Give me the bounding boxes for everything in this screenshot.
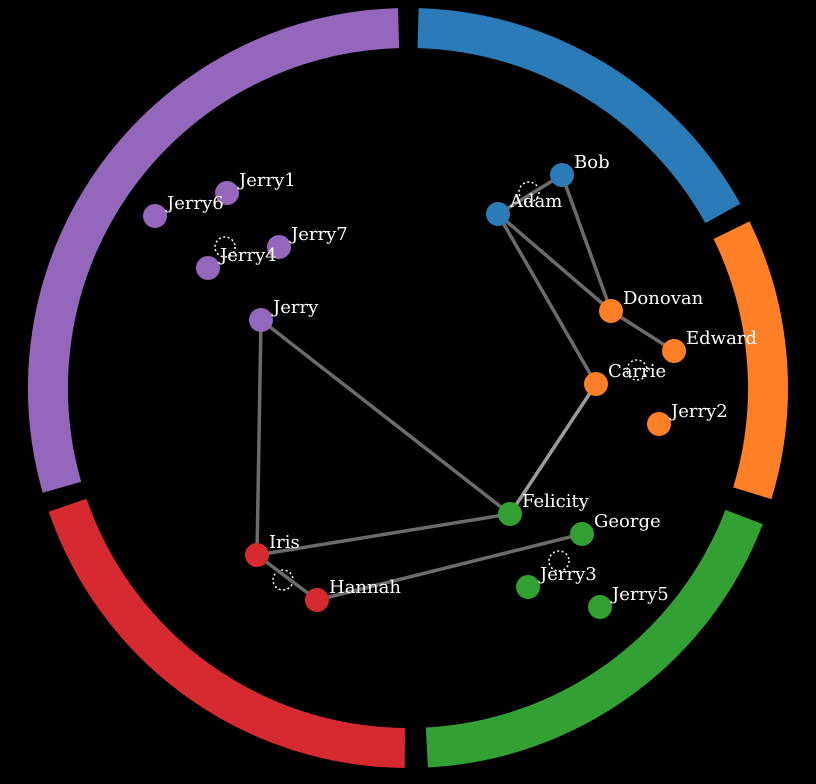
node-jerry[interactable]: Jerry: [249, 297, 319, 332]
group-ring: [28, 8, 788, 768]
node-label: Jerry4: [218, 245, 277, 266]
node-circle[interactable]: [143, 204, 167, 228]
node-circle[interactable]: [588, 595, 612, 619]
node-circle[interactable]: [305, 588, 329, 612]
node-felicity[interactable]: Felicity: [498, 491, 590, 526]
node-circle[interactable]: [267, 235, 291, 259]
node-label: Jerry: [271, 297, 319, 318]
node-label: Adam: [509, 191, 562, 212]
edge-adam-carrie: [496, 213, 598, 385]
node-circle[interactable]: [584, 372, 608, 396]
edge-carrie-felicity: [508, 383, 598, 515]
node-label: Jerry1: [237, 170, 296, 191]
node-adam[interactable]: Adam: [486, 191, 562, 226]
edge-donovan-edward: [610, 309, 675, 353]
node-jerry3[interactable]: Jerry3: [516, 564, 597, 599]
centroid-marker-orange: [626, 359, 648, 381]
edge-adam-donovan: [496, 212, 613, 313]
node-label: Jerry3: [538, 564, 597, 585]
edge-bob-donovan: [560, 174, 613, 312]
node-circle[interactable]: [516, 575, 540, 599]
node-label: Jerry2: [669, 401, 728, 422]
node-circle[interactable]: [662, 339, 686, 363]
node-george[interactable]: George: [570, 511, 661, 546]
node-jerry6[interactable]: Jerry6: [143, 193, 224, 228]
node-label: Jerry7: [289, 224, 348, 245]
centroid-marker-blue: [518, 181, 540, 203]
edge-layer: [255, 173, 675, 602]
node-label: Hannah: [329, 577, 401, 598]
node-jerry7[interactable]: Jerry7: [267, 224, 348, 259]
node-label: George: [594, 511, 661, 532]
node-label: Felicity: [522, 491, 590, 512]
node-circle[interactable]: [498, 502, 522, 526]
node-jerry4[interactable]: Jerry4: [196, 245, 277, 280]
ring-segment-red: [48, 498, 406, 768]
node-carrie[interactable]: Carrie: [584, 361, 666, 396]
node-circle[interactable]: [196, 256, 220, 280]
node-label: Carrie: [608, 361, 666, 382]
node-circle[interactable]: [215, 181, 239, 205]
node-circle[interactable]: [249, 308, 273, 332]
ring-segment-purple: [28, 8, 400, 493]
edge-iris-felicity: [256, 512, 511, 557]
node-bob[interactable]: Bob: [550, 152, 610, 187]
node-label: Donovan: [623, 288, 704, 309]
centroid-marker-purple: [214, 236, 236, 258]
node-edward[interactable]: Edward: [662, 328, 757, 363]
ring-segment-blue: [417, 8, 741, 224]
node-circle[interactable]: [647, 412, 671, 436]
node-jerry2[interactable]: Jerry2: [647, 401, 728, 436]
centroid-marker-green: [548, 550, 570, 572]
node-circle[interactable]: [486, 202, 510, 226]
node-circle[interactable]: [599, 299, 623, 323]
node-circle[interactable]: [570, 522, 594, 546]
edge-iris-hannah: [255, 553, 319, 602]
node-circle[interactable]: [245, 543, 269, 567]
ring-segment-orange: [713, 221, 788, 500]
edge-hannah-george: [316, 532, 583, 602]
node-jerry1[interactable]: Jerry1: [215, 170, 296, 205]
node-iris[interactable]: Iris: [245, 532, 300, 567]
node-label: Edward: [686, 328, 757, 349]
node-label: Jerry6: [165, 193, 224, 214]
node-donovan[interactable]: Donovan: [599, 288, 704, 323]
node-jerry5[interactable]: Jerry5: [588, 584, 669, 619]
edge-adam-bob: [497, 173, 563, 216]
node-layer: BobAdamDonovanEdwardCarrieJerry2Felicity…: [143, 152, 757, 619]
node-label: Bob: [574, 152, 610, 173]
edge-jerry-iris: [255, 319, 263, 556]
ring-segment-green: [425, 509, 763, 768]
node-label: Jerry5: [610, 584, 669, 605]
node-circle[interactable]: [550, 163, 574, 187]
edge-jerry-felicity: [259, 318, 512, 516]
node-hannah[interactable]: Hannah: [305, 577, 401, 612]
node-label: Iris: [269, 532, 300, 553]
